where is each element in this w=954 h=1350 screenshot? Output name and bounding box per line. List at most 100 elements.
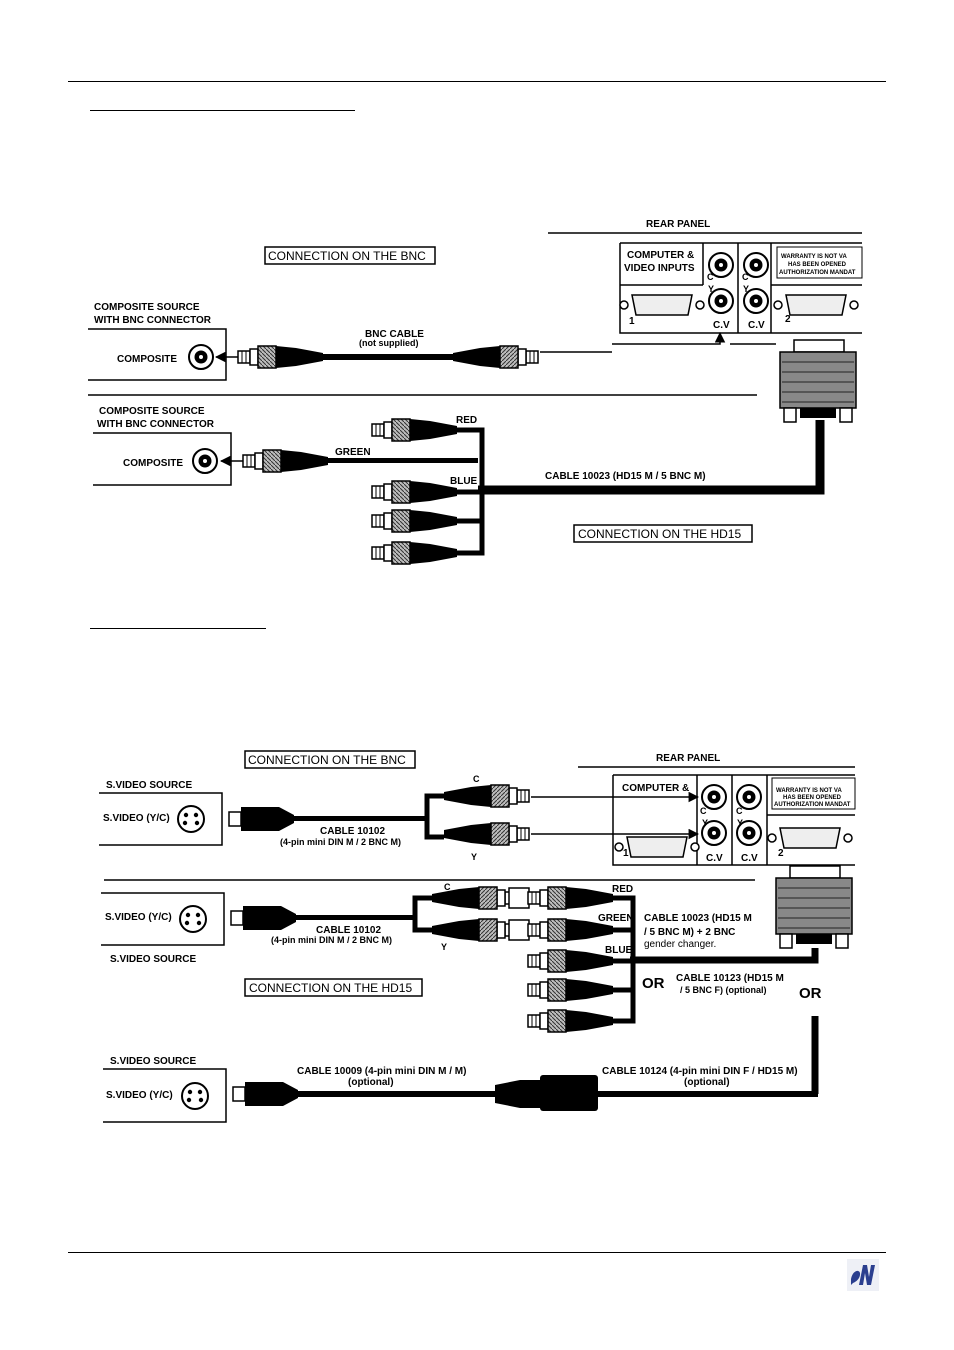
hd15-plug	[779, 339, 857, 423]
bnc-plug-left	[237, 345, 324, 369]
panel-inputs-label-b: COMPUTER &	[622, 783, 689, 794]
header-rule	[68, 81, 886, 82]
cable-10102-b-2: (4-pin mini DIN M / 2 BNC M)	[271, 935, 392, 945]
hd15-socket-1	[619, 294, 705, 316]
bnc-plug-y-a	[443, 822, 530, 846]
rear-panel-2: COMPUTER & WARRANTY IS NOT VA HAS BEEN O…	[612, 774, 856, 866]
svideo-plug-c	[232, 1081, 299, 1107]
title-box-hd15-2	[244, 978, 423, 997]
bnc-plug-4	[371, 509, 458, 533]
top-diagram: REAR PANEL CONNECTION ON THE BNC COMPUTE…	[88, 219, 863, 565]
source1-connector: COMPOSITE	[117, 354, 177, 365]
svideo-source-a: S.VIDEO SOURCE	[106, 780, 192, 791]
svideo-socket-c	[181, 1082, 209, 1110]
cable-10102-b-1: CABLE 10102	[316, 925, 381, 936]
title-box-hd15	[573, 524, 753, 543]
port-y-label: Y	[743, 284, 749, 294]
brand-logo-icon	[847, 1259, 879, 1291]
title-connection-bnc: CONNECTION ON THE BNC	[268, 249, 426, 263]
panel-inputs-label-2: VIDEO INPUTS	[624, 263, 695, 274]
panel-warranty-2: HAS BEEN OPENED	[788, 262, 847, 268]
wire-blue-label-b: BLUE	[605, 945, 633, 956]
source1-line1: COMPOSITE SOURCE	[94, 302, 200, 313]
port-y-label: Y	[702, 818, 708, 828]
cable-10124-2: (optional)	[684, 1077, 730, 1088]
panel-warranty-b3: AUTHORIZATION MANDAT	[774, 802, 851, 808]
rear-panel-label: REAR PANEL	[646, 219, 710, 230]
port-c-label: C	[707, 272, 714, 282]
cable-10023-label: CABLE 10023 (HD15 M / 5 BNC M)	[545, 471, 706, 482]
bnc-plug-blue-b	[527, 949, 614, 973]
panel-warranty-3: AUTHORIZATION MANDAT	[779, 270, 856, 276]
port-1-label: 1	[623, 848, 629, 859]
port-cv-label: C.V	[741, 853, 758, 864]
svideo-conn-a: S.VIDEO (Y/C)	[103, 813, 170, 824]
section-heading-underline-2	[90, 628, 266, 629]
bnc-plug-red	[371, 418, 458, 442]
panel-inputs-label-1: COMPUTER &	[627, 250, 694, 261]
svideo-source-b: S.VIDEO SOURCE	[110, 954, 196, 965]
source2-line2: WITH BNC CONNECTOR	[97, 419, 215, 430]
panel-warranty-1: WARRANTY IS NOT VA	[781, 254, 847, 260]
hd15-socket-b2	[767, 827, 853, 849]
split-y-label: Y	[471, 852, 477, 862]
cable-10124-1: CABLE 10124 (4-pin mini DIN F / HD15 M)	[602, 1066, 798, 1077]
title-connection-hd15: CONNECTION ON THE HD15	[578, 527, 741, 541]
bnc-plug-blue	[371, 480, 458, 504]
bnc-plug-5	[371, 541, 458, 565]
or-label-2: OR	[799, 985, 822, 1002]
or-label-1: OR	[642, 975, 665, 992]
cable-10023-b-1: CABLE 10023 (HD15 M	[644, 913, 752, 924]
bnc-plug-green	[242, 449, 329, 473]
port-c-label: C	[700, 806, 707, 816]
wire-red-label-b: RED	[612, 884, 633, 895]
footer-rule	[68, 1252, 886, 1253]
port-cv-label: C.V	[713, 320, 730, 331]
source1-line2: WITH BNC CONNECTOR	[94, 315, 212, 326]
composite-socket-1	[188, 344, 214, 370]
bnc-plug-c-a	[443, 784, 530, 808]
section-heading-underline-1	[90, 110, 355, 111]
source2-line1: COMPOSITE SOURCE	[99, 406, 205, 417]
cable-10102-a-1: CABLE 10102	[320, 826, 385, 837]
svideo-plug-b	[230, 905, 297, 931]
hd15-socket-2	[773, 294, 859, 316]
composite-socket-2	[192, 448, 218, 474]
port-c-label: C	[736, 806, 743, 816]
cable-10009-1: CABLE 10009 (4-pin mini DIN M / M)	[297, 1066, 466, 1077]
cable-10102-a-2: (4-pin mini DIN M / 2 BNC M)	[280, 837, 401, 847]
port-c-label: C	[742, 272, 749, 282]
bnc-plug-4b	[527, 978, 614, 1002]
port-cv-label: C.V	[748, 320, 765, 331]
bnc-plug-right	[452, 345, 539, 369]
port-y-label: Y	[708, 284, 714, 294]
cable-10123-1: CABLE 10123 (HD15 M	[676, 973, 784, 984]
svideo-conn-c: S.VIDEO (Y/C)	[106, 1090, 173, 1101]
title-connection-hd15-2: CONNECTION ON THE HD15	[249, 981, 412, 995]
svideo-conn-b: S.VIDEO (Y/C)	[105, 912, 172, 923]
bnc-plug-5b	[527, 1009, 614, 1033]
port-1-label: 1	[629, 316, 635, 327]
svideo-source-c: S.VIDEO SOURCE	[110, 1056, 196, 1067]
wire-green-label: GREEN	[335, 447, 371, 458]
title-box-bnc	[264, 246, 436, 265]
bnc-cable-note: (not supplied)	[359, 338, 419, 348]
cable-10023-b-2: / 5 BNC M) + 2 BNC	[644, 927, 735, 938]
port-y-label: Y	[737, 818, 743, 828]
port-2-label: 2	[785, 314, 791, 325]
source2-connector: COMPOSITE	[123, 458, 183, 469]
svideo-socket-a	[177, 805, 205, 833]
cable-10123-2: / 5 BNC F) (optional)	[680, 985, 767, 995]
svideo-socket-b	[179, 905, 207, 933]
split-c-label: C	[473, 774, 480, 784]
wire-green-label-b: GREEN	[598, 913, 634, 924]
bnc-cable-label: BNC CABLE	[365, 329, 424, 340]
title-connection-bnc-2: CONNECTION ON THE BNC	[248, 753, 406, 767]
split-c-label: C	[444, 882, 451, 892]
title-box-bnc-2	[244, 750, 416, 769]
split-y-label: Y	[441, 942, 447, 952]
panel-warranty-b1: WARRANTY IS NOT VA	[776, 788, 842, 794]
svideo-plug-a	[228, 806, 295, 832]
bottom-diagram: CONNECTION ON THE BNC REAR PANEL COMPUTE…	[99, 750, 856, 1123]
